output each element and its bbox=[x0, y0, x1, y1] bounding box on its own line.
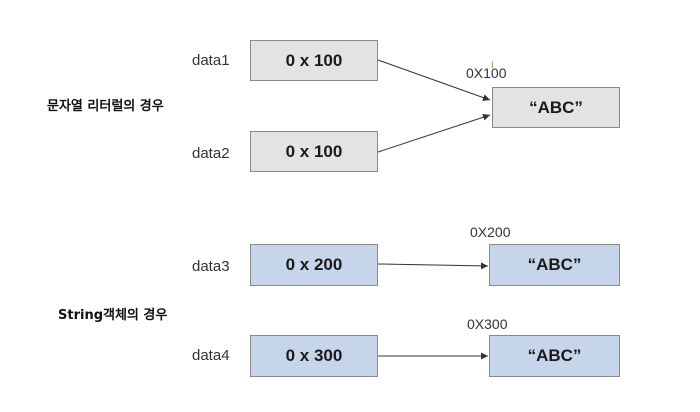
object-address-0x300: 0X300 bbox=[467, 316, 508, 332]
arrow-data2-to-0x100 bbox=[377, 113, 491, 153]
reference-box-data2: 0 x 100 bbox=[250, 131, 378, 172]
string-object-box-0x200: “ABC” bbox=[489, 244, 620, 286]
reference-box-data3: 0 x 200 bbox=[250, 244, 378, 286]
text-cursor-icon: I bbox=[491, 61, 494, 71]
object-address-0x200: 0X200 bbox=[470, 224, 511, 240]
arrow-data3-to-0x200 bbox=[377, 262, 489, 270]
arrow-data1-to-0x100 bbox=[377, 59, 491, 101]
section-title-object: String객체의 경우 bbox=[58, 308, 168, 323]
reference-box-data1: 0 x 100 bbox=[250, 40, 378, 81]
variable-label-data1: data1 bbox=[192, 52, 230, 69]
reference-box-data4: 0 x 300 bbox=[250, 335, 378, 377]
variable-label-data3: data3 bbox=[192, 258, 230, 275]
variable-label-data4: data4 bbox=[192, 347, 230, 364]
section-title-literal: 문자열 리터럴의 경우 bbox=[47, 99, 164, 114]
variable-label-data2: data2 bbox=[192, 145, 230, 162]
string-object-box-0x300: “ABC” bbox=[489, 335, 620, 377]
string-object-box-0x100: “ABC” bbox=[492, 87, 620, 128]
object-address-0x100: 0X100 bbox=[466, 65, 507, 81]
